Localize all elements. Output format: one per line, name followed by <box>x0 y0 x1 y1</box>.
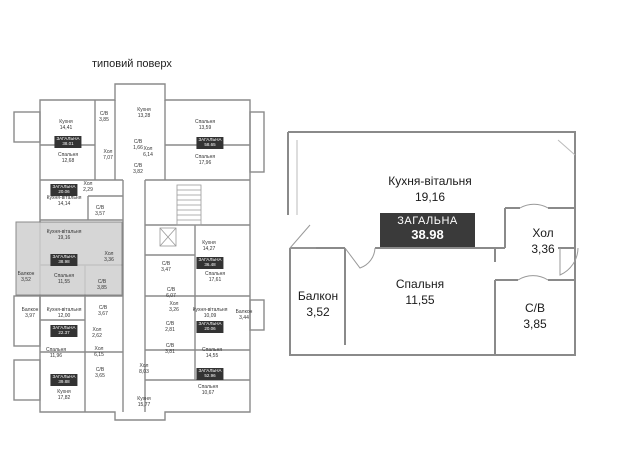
room-bathroom: С/В 3,85 <box>523 301 547 332</box>
room-balcony: Балкон 3,52 <box>297 289 339 320</box>
total-area-value: 38.98 <box>411 227 444 242</box>
room-hall: Хол 3,36 <box>531 226 555 257</box>
total-area-badge: ЗАГАЛЬНА 38.98 <box>380 213 475 247</box>
room-bedroom: Спальня 11,55 <box>395 277 445 308</box>
room-kitchen-living: Кухня-вітальня 19,16 <box>388 174 472 205</box>
floor-title: типовий поверх <box>92 58 172 70</box>
total-area-label: ЗАГАЛЬНА <box>397 215 458 227</box>
